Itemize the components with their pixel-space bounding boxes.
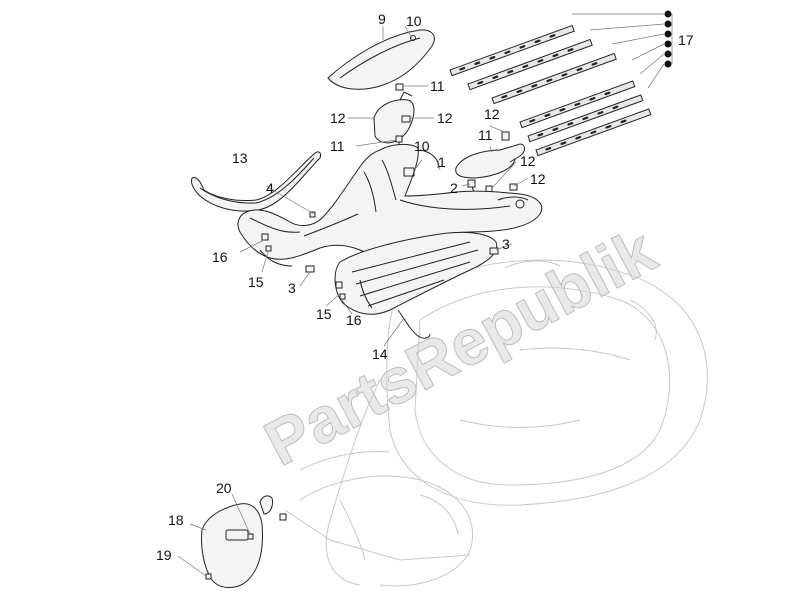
callout-12: 11: [330, 138, 345, 154]
part-rubber-rails: [449, 10, 673, 157]
part-screws-left: [261, 211, 346, 300]
callout-9: 12: [330, 110, 346, 126]
callout-5: 9: [378, 11, 386, 27]
callout-19: 19: [156, 547, 172, 563]
callout-17: 17: [678, 32, 694, 48]
callout-7: 10: [414, 138, 430, 154]
callout-16: 16: [212, 249, 228, 265]
leader-lines: [177, 25, 529, 577]
part-screw-top: [395, 83, 404, 91]
callout-11-right: 12: [530, 171, 546, 187]
callout-15-lower: 15: [316, 306, 332, 322]
callout-4: 4: [266, 180, 274, 196]
part-floor-body: [237, 143, 543, 267]
part-top-cover: [327, 29, 435, 90]
callout-10: 11: [430, 78, 445, 94]
part-side-pad: [455, 131, 525, 179]
callout-13: 13: [232, 150, 248, 166]
callout-14: 14: [372, 346, 388, 362]
scooter-frame-ghost: [284, 259, 708, 587]
callout-15: 15: [248, 274, 264, 290]
callout-labels: 9 10 11 12 12 12 11 11 13 1 10 12 2 12 4…: [156, 11, 694, 563]
part-lower-cover: [201, 495, 287, 588]
part-footrest-frame: [334, 231, 498, 339]
callout-10-right: 12: [484, 106, 500, 122]
callout-8: 11: [478, 127, 493, 143]
callout-16-lower: 16: [346, 312, 362, 328]
callout-18: 18: [168, 512, 184, 528]
callout-6: 10: [406, 13, 422, 29]
part-small-cover: [373, 91, 415, 144]
callout-1: 1: [438, 154, 446, 170]
callout-11: 12: [437, 110, 453, 126]
part-side-strip: [191, 151, 321, 212]
callout-12-right: 12: [520, 153, 536, 169]
callout-3: 3: [288, 280, 296, 296]
callout-2: 2: [450, 180, 458, 196]
callout-20: 20: [216, 480, 232, 496]
callout-3-right: 3: [502, 236, 510, 252]
